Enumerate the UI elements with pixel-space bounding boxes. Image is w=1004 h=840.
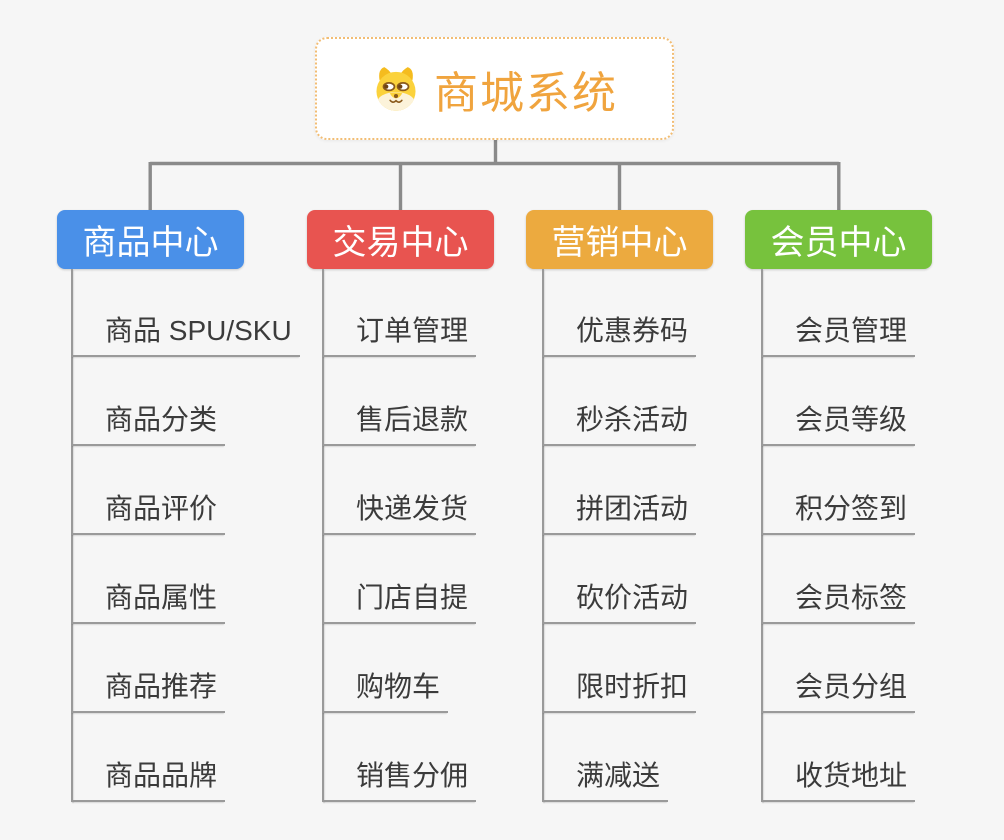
leaf-node[interactable]: 商品推荐 (71, 667, 226, 713)
leaf-node[interactable]: 会员等级 (761, 400, 916, 446)
leaf-node[interactable]: 砍价活动 (542, 578, 697, 624)
leaf-node[interactable]: 限时折扣 (542, 667, 697, 713)
branch-column-member: 会员管理 会员等级 积分签到 会员标签 会员分组 收货地址 (761, 269, 1004, 802)
leaf-node[interactable]: 秒杀活动 (542, 400, 697, 446)
leaf-node[interactable]: 购物车 (322, 667, 449, 713)
leaf-node[interactable]: 商品评价 (71, 489, 226, 535)
branch-node-marketing-center[interactable]: 营销中心 (526, 210, 713, 269)
leaf-node[interactable]: 售后退款 (322, 400, 477, 446)
leaf-node[interactable]: 商品品牌 (71, 756, 226, 802)
branch-label: 商品中心 (82, 224, 219, 262)
root-node[interactable]: 商城系统 (315, 37, 674, 140)
leaf-node[interactable]: 门店自提 (322, 578, 477, 624)
branch-node-member-center[interactable]: 会员中心 (745, 210, 932, 269)
leaf-node[interactable]: 拼团活动 (542, 489, 697, 535)
leaf-node[interactable]: 满减送 (542, 756, 669, 802)
branch-node-trade-center[interactable]: 交易中心 (307, 210, 494, 269)
leaf-node[interactable]: 优惠券码 (542, 311, 697, 357)
leaf-node[interactable]: 商品分类 (71, 400, 226, 446)
root-node-title: 商城系统 (434, 68, 618, 118)
branch-label: 会员中心 (770, 224, 907, 262)
branch-column-trade: 订单管理 售后退款 快递发货 门店自提 购物车 销售分佣 (322, 269, 567, 802)
leaf-node[interactable]: 订单管理 (322, 311, 477, 357)
branch-label: 交易中心 (332, 224, 469, 262)
leaf-node[interactable]: 收货地址 (761, 756, 916, 802)
shiba-dog-icon (376, 66, 416, 111)
branch-column-product: 商品 SPU/SKU 商品分类 商品评价 商品属性 商品推荐 商品品牌 (71, 269, 316, 802)
column-connector-line (761, 269, 763, 802)
column-connector-line (322, 269, 324, 802)
leaf-node[interactable]: 会员管理 (761, 311, 916, 357)
column-connector-line (71, 269, 73, 802)
leaf-node[interactable]: 会员分组 (761, 667, 916, 713)
branch-label: 营销中心 (551, 224, 688, 262)
branch-node-product-center[interactable]: 商品中心 (57, 210, 244, 269)
leaf-node[interactable]: 销售分佣 (322, 756, 477, 802)
leaf-node[interactable]: 商品 SPU/SKU (71, 311, 300, 357)
column-connector-line (542, 269, 544, 802)
leaf-node[interactable]: 会员标签 (761, 578, 916, 624)
leaf-node[interactable]: 商品属性 (71, 578, 226, 624)
leaf-node[interactable]: 积分签到 (761, 489, 916, 535)
branch-column-marketing: 优惠券码 秒杀活动 拼团活动 砍价活动 限时折扣 满减送 (542, 269, 787, 802)
leaf-node[interactable]: 快递发货 (322, 489, 477, 535)
